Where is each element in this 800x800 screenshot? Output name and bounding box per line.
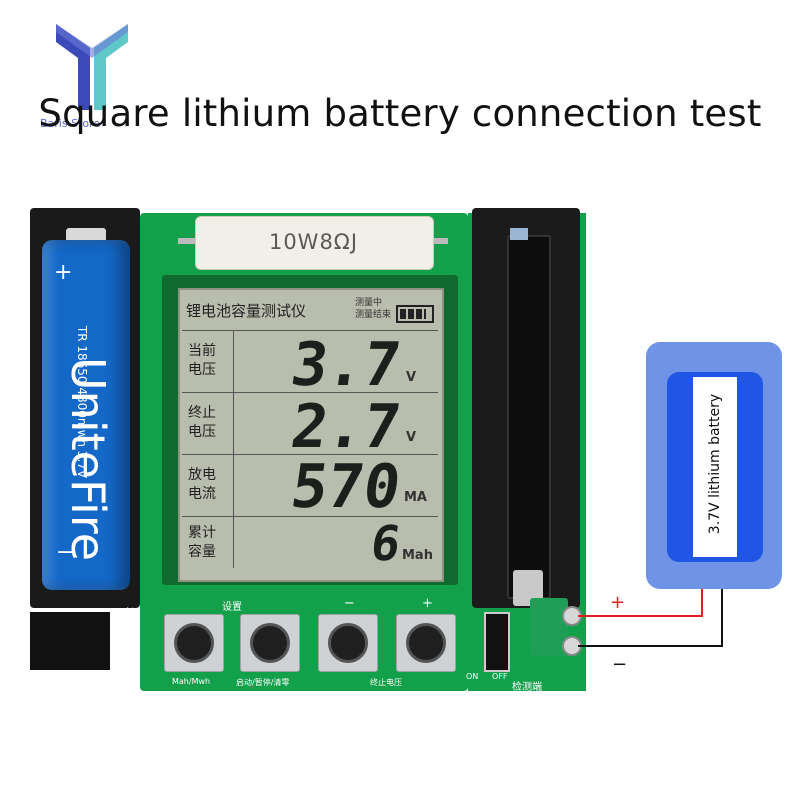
wire-negative [578,588,723,647]
store-watermark: Baris Store [40,117,101,130]
lcd-row-current-voltage [182,330,438,393]
lcd-row-discharge-current [182,454,438,517]
label-cutoff-voltage: 终止电压 [370,678,402,687]
lcd-value-current-voltage: 3.7 [286,330,405,400]
button-cap [328,623,368,663]
lcd-divider [233,330,234,568]
lcd-title: 锂电池容量测试仪 [186,302,307,320]
battery-terminal-cap [66,228,106,242]
lcd-value-discharge-current: 570 [286,452,405,522]
battery-card-label: 3.7V lithium battery [707,393,723,535]
button-cap [250,623,290,663]
screw-terminal [530,598,568,656]
label-start-pause-reset: 启动/暂停/清零 [236,678,290,687]
battery-card-label-area [693,377,737,557]
page-title: Square lithium battery connection test [38,92,762,135]
lcd-label-cutoff-voltage: 终止电压 [188,405,216,440]
silk-test-port: 检测端 [512,682,542,693]
minus-button[interactable] [318,614,378,672]
silk-setting: 设置 [222,602,242,613]
start-pause-reset-button[interactable] [240,614,300,672]
resistor-label: 10W8ΩJ [268,230,359,254]
silk-plus: + [422,596,433,611]
lcd-label-capacity: 累计容量 [188,525,216,560]
lcd-unit-cutoff-voltage: V [406,430,417,445]
button-cap [174,623,214,663]
silk-on: ON [466,672,479,681]
lcd-row-capacity [182,516,438,569]
lcd-battery-icon [396,305,434,323]
lcd-unit-discharge-current: MA [404,490,427,505]
resistor-pin-left [178,238,196,244]
mah-mwh-button[interactable] [164,614,224,672]
lcd-label-discharge-current: 放电电流 [188,467,216,502]
wire-positive [578,588,703,617]
lcd-unit-current-voltage: V [406,370,417,385]
holder-slot [507,235,551,599]
lcd-value-capacity: 6 [367,516,404,572]
silk-minus: − [344,596,355,611]
lcd-row-cutoff-voltage [182,392,438,455]
store-logo-icon [56,24,128,110]
silk-off: OFF [492,672,508,681]
wire-plus-sign: + [610,592,626,613]
lithium-cell [42,240,130,590]
lcd-screen [178,288,444,582]
silk-power-port: 供电端 [70,684,100,695]
lcd-label-current-voltage: 当前电压 [188,343,216,378]
lcd-status-measuring: 测量中 [355,298,383,308]
wire-minus-sign: − [612,654,628,675]
label-mah-mwh: Mah/Mwh [172,677,211,686]
plus-button[interactable] [396,614,456,672]
lcd-status: 测量中 测量结束 [355,297,391,321]
cell-spec-label: TR 18650 4800mwh 3.7V [75,325,89,479]
test-wires [578,588,723,647]
holder-spring [510,228,528,240]
lcd-status-finished: 测量结束 [355,310,392,320]
silk-model: XH-C900 [125,606,135,643]
cell-minus-sign: − [56,540,75,565]
button-cap [406,623,446,663]
power-switch[interactable] [484,612,510,672]
power-resistor [195,216,434,270]
resistor-pin-right [430,238,448,244]
lcd-unit-capacity: Mah [402,548,433,563]
power-connector [30,612,110,670]
cell-plus-sign: + [54,260,73,285]
